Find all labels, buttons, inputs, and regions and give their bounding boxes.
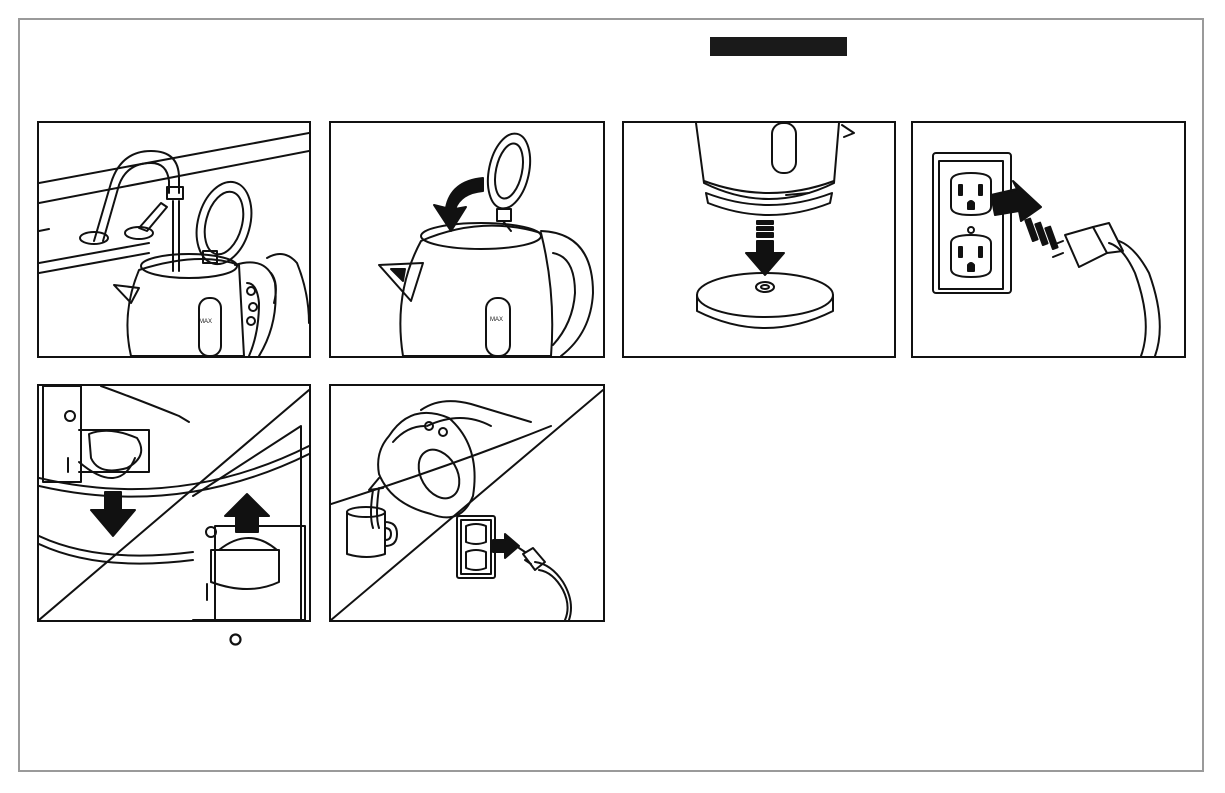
close-lid-drawing: MAX — [331, 123, 603, 356]
svg-text:MAX: MAX — [199, 319, 212, 325]
plug-in-drawing — [913, 123, 1184, 356]
fill-kettle-drawing: MAX — [39, 123, 309, 356]
off-circle-icon — [229, 633, 242, 646]
illustration-place-on-base — [622, 121, 896, 358]
illustration-plug-in — [911, 121, 1186, 358]
pour-and-unplug-drawing — [331, 386, 603, 620]
illustration-close-lid: MAX — [329, 121, 605, 358]
svg-text:MAX: MAX — [490, 317, 503, 323]
illustration-pour-and-unplug — [329, 384, 605, 622]
illustration-switch-on-off — [37, 384, 311, 622]
section-header-bar — [710, 37, 847, 56]
illustration-fill-kettle: MAX — [37, 121, 311, 358]
place-on-base-drawing — [624, 123, 894, 356]
switch-on-off-drawing — [39, 386, 309, 620]
